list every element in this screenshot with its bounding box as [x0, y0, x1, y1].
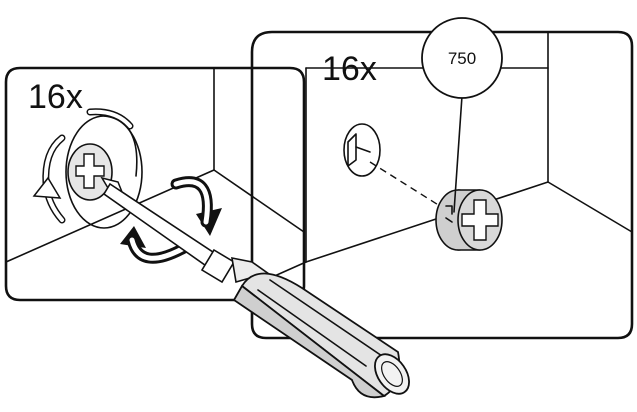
- cabinet-edge: [547, 181, 633, 233]
- cabinet-edge: [213, 169, 305, 233]
- clockwise-rotation-arrows-icon: [120, 176, 222, 264]
- phillips-screwdriver-icon: [100, 176, 410, 399]
- insert-guide-line: [369, 161, 441, 207]
- left-quantity-label: 16x: [28, 78, 83, 116]
- part-callout-bubble: [421, 17, 503, 99]
- right-panel-frame: [250, 30, 634, 340]
- counter-clockwise-arrow-icon: [32, 108, 134, 224]
- left-panel: 16x: [4, 66, 306, 302]
- phillips-screw-icon: [67, 143, 113, 201]
- cam-lock-fitting-icon: [435, 189, 503, 251]
- callout-leader: [453, 95, 463, 213]
- right-panel: 750 16x: [250, 17, 634, 340]
- part-number-label: 750: [448, 49, 476, 68]
- right-quantity-label: 16x: [322, 50, 377, 88]
- cam-hole: [343, 123, 381, 177]
- cabinet-edge: [305, 181, 549, 263]
